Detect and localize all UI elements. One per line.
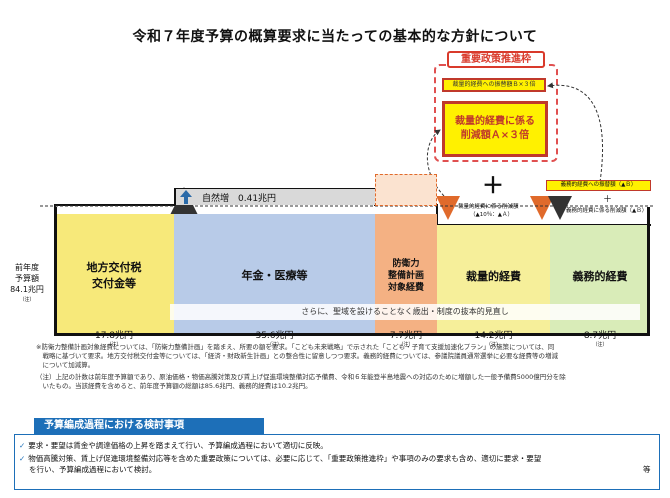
exam-item-2-cont: を行い、予算編成過程において検討。 xyxy=(29,465,157,474)
mandatory-transfer-box: 義務的経費への振替額（▲Ｂ） xyxy=(546,180,651,191)
reduction-x3-box: 裁量的経費に係る 削減額Ａ×３倍 xyxy=(442,101,548,157)
segment-local-tax-value: 17.8兆円 xyxy=(94,331,134,341)
defense-increase-area xyxy=(375,174,437,206)
exam-item-trailing: 等 xyxy=(643,465,651,474)
check-icon: ✓ xyxy=(19,441,26,450)
plus-sign-small: ＋ xyxy=(603,195,613,205)
exam-item-2-text: 物価高騰対策、賃上げ促進環境整備対応等を含めた重要政策については、必要に応じて、… xyxy=(28,454,542,463)
reduction-arrow xyxy=(426,129,445,197)
segment-discretionary-value: 14.2兆円 xyxy=(474,331,513,341)
segment-defense-value: 7.7兆円 xyxy=(389,331,423,341)
note-line-5: いたもの。当該経費を含めると、前年度予算額の総額は85.6兆円、義務的経費は10… xyxy=(36,382,312,390)
segment-defense-note: （注） xyxy=(398,342,414,348)
page-title: 令和７年度予算の概算要求に当たっての基本的な方針について xyxy=(132,29,538,45)
examination-box: ✓要求・要望は賃金や調達価格の上昇を踏まえて行い、予算編成過程において適切に反映… xyxy=(14,434,660,490)
reduction-x3-line2: 削減額Ａ×３倍 xyxy=(460,130,530,141)
previous-budget-label: 前年度 予算額 84.1兆円 （注） xyxy=(4,262,50,306)
segment-pension-label: 年金・医療等 xyxy=(241,269,308,282)
prev-note: （注） xyxy=(19,297,35,303)
prev-line1: 前年度 xyxy=(15,263,39,272)
reduction-x3-line1: 裁量的経費に係る xyxy=(455,116,535,127)
note-line-2: 戦略に基づいて要求。地方交付税交付金等については、「経済・財政新生計画」との整合… xyxy=(36,352,558,360)
reduction-label: 裁量的経費に係る削減額 xyxy=(458,204,519,210)
review-strip: さらに、聖域を設けることなく歳出・制度の抜本的見直し xyxy=(170,304,640,320)
note-line-3: について加減算。 xyxy=(36,361,95,369)
segment-mandatory-value: 8.7兆円 xyxy=(583,331,617,341)
up-arrow-icon xyxy=(180,190,192,204)
note-line-4: （注）上記の計数は前年度予算額であり、原油価格・物価高騰対策及び賃上げ促進環境整… xyxy=(36,373,566,381)
note-line-1: ※防衛力整備計画対象経費については、「防衛力整備計画」を踏まえ、所要の額を要求。… xyxy=(36,343,555,351)
segment-pension-note: （注） xyxy=(266,342,282,348)
segment-local-tax: 地方交付税 交付金等 17.8兆円 （注） xyxy=(54,214,174,348)
exam-item-1: ✓要求・要望は賃金や調達価格の上昇を踏まえて行い、予算編成過程において適切に反映… xyxy=(19,441,328,451)
segment-discretionary-label: 裁量的経費 xyxy=(466,270,521,283)
prev-line3: 84.1兆円 xyxy=(10,285,44,294)
segment-defense-line3: 対象経費 xyxy=(387,283,424,293)
segment-local-tax-line1: 地方交付税 xyxy=(86,261,142,274)
transfer-arrow xyxy=(547,82,604,183)
check-icon: ✓ xyxy=(19,454,26,463)
reduction-pct: （▲10％：▲Ａ） xyxy=(470,212,513,218)
mandatory-reduction-label: 義務的経費に係る削減額（▲Ｂ） xyxy=(566,208,648,214)
segment-local-tax-line2: 交付金等 xyxy=(92,277,136,290)
exam-item-1-text: 要求・要望は賃金や調達価格の上昇を踏まえて行い、予算編成過程において適切に反映。 xyxy=(28,441,328,450)
segment-defense-line1: 防衛力 xyxy=(392,259,420,269)
plus-sign: ＋ xyxy=(482,174,505,199)
transfer-box: 裁量的経費への振替額Ｂ×３倍 xyxy=(442,78,546,92)
segment-pension-value: 35.6兆円 xyxy=(255,331,294,341)
budget-band-border xyxy=(54,207,650,336)
natural-increase-label: 自然増 0.41兆円 xyxy=(202,194,277,204)
segment-defense-line2: 整備計画 xyxy=(387,271,424,281)
budget-band: 地方交付税 交付金等 17.8兆円 （注） 年金・医療等 35.6兆円 （注） … xyxy=(54,214,650,348)
examination-title: 予算編成過程における検討事項 xyxy=(34,418,264,434)
priority-label: 重要政策推進枠 xyxy=(447,51,545,68)
natural-increase-bar xyxy=(176,189,376,205)
segment-discretionary-note: （注） xyxy=(485,342,501,348)
segment-local-tax-note: （注） xyxy=(106,342,122,348)
segment-mandatory-note: （注） xyxy=(592,342,608,348)
segment-mandatory-label: 義務的経費 xyxy=(572,270,628,283)
exam-item-2: ✓物価高騰対策、賃上げ促進環境整備対応等を含めた重要政策については、必要に応じて… xyxy=(19,454,541,464)
prev-line2: 予算額 xyxy=(15,274,39,283)
